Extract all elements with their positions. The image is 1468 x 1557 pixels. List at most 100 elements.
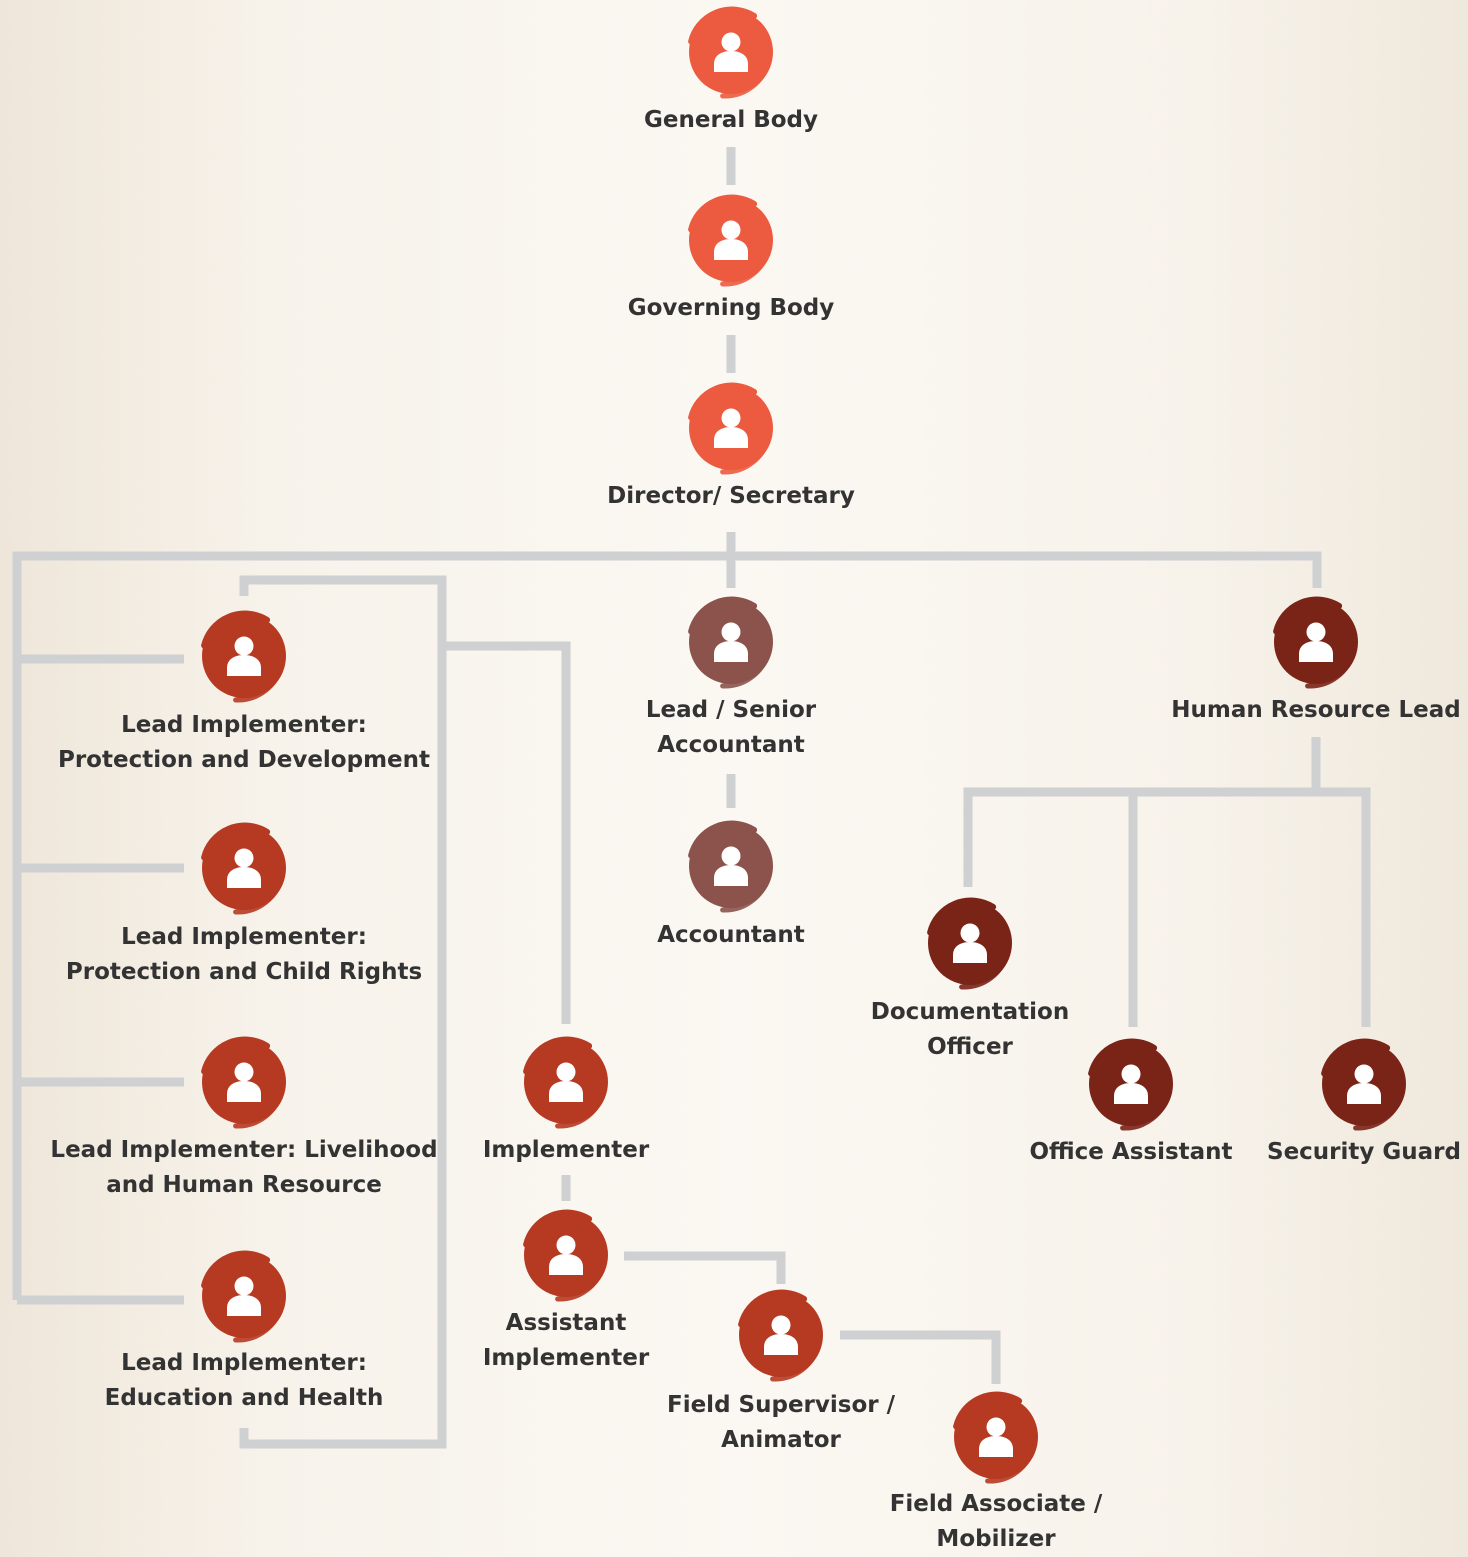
node-field-associate xyxy=(953,1391,1038,1484)
label-field-supervisor: Field Supervisor / Animator xyxy=(667,1388,895,1458)
person-icon xyxy=(227,1276,261,1316)
brush-stroke xyxy=(720,245,772,287)
brush-stroke xyxy=(233,661,285,703)
person-icon xyxy=(953,923,987,963)
connector-field-supervisor-to-field-associate xyxy=(840,1330,1001,1384)
node-implementer xyxy=(523,1036,608,1129)
brush-stroke xyxy=(233,1301,285,1343)
connector-lines xyxy=(12,147,1371,1449)
brush-stroke xyxy=(927,897,997,936)
brush-stroke xyxy=(201,1036,271,1075)
brush-stroke xyxy=(720,647,772,689)
label-line: Protection and Development xyxy=(57,747,431,773)
label-line: Human Resource Lead xyxy=(1171,697,1461,723)
label-line: Lead Implementer: xyxy=(121,924,367,950)
label-line: Protection and Child Rights xyxy=(65,959,423,985)
label-human-resource-lead: Human Resource Lead xyxy=(1171,693,1461,728)
brush-stroke xyxy=(720,433,772,475)
brush-stroke xyxy=(523,1036,593,1075)
brush-stroke xyxy=(688,820,758,859)
label-lead-education-health: Lead Implementer: Education and Health xyxy=(105,1346,384,1416)
label-line: Documentation xyxy=(870,999,1070,1025)
node-governing-body xyxy=(688,194,773,287)
label-line: Office Assistant xyxy=(1029,1139,1233,1165)
node-documentation-officer xyxy=(927,897,1012,990)
node-lead-protection-child-rights xyxy=(201,822,286,915)
label-lead-livelihood-hr: Lead Implementer: Livelihood and Human Re… xyxy=(50,1133,437,1203)
node-accountant xyxy=(688,820,773,913)
brush-stroke xyxy=(985,1442,1037,1484)
node-lead-education-health xyxy=(201,1250,286,1343)
brush-stroke xyxy=(1353,1089,1405,1131)
label-director-secretary: Director/ Secretary xyxy=(607,479,855,514)
label-line: Field Associate / xyxy=(889,1491,1103,1517)
brush-stroke xyxy=(720,57,772,99)
label-line: Governing Body xyxy=(627,295,835,321)
label-line: Officer xyxy=(927,1034,1013,1060)
brush-stroke xyxy=(201,1250,271,1289)
brush-stroke xyxy=(201,610,271,649)
label-line: Lead Implementer: xyxy=(121,1350,367,1376)
label-line: Animator xyxy=(721,1427,841,1453)
person-icon xyxy=(714,846,748,886)
node-lead-senior-accountant xyxy=(688,596,773,689)
person-icon xyxy=(1347,1064,1381,1104)
person-icon xyxy=(227,848,261,888)
brush-stroke xyxy=(233,1087,285,1129)
node-lead-protection-development xyxy=(201,610,286,703)
label-lead-protection-child-rights: Lead Implementer: Protection and Child Ri… xyxy=(66,920,422,990)
person-icon xyxy=(764,1315,798,1355)
label-security-guard: Security Guard xyxy=(1267,1135,1461,1170)
brush-stroke xyxy=(555,1087,607,1129)
label-governing-body: Governing Body xyxy=(628,291,835,326)
brush-stroke xyxy=(1305,647,1357,689)
label-general-body: General Body xyxy=(644,103,818,138)
label-line: Director/ Secretary xyxy=(607,483,855,509)
person-icon xyxy=(1299,622,1333,662)
brush-stroke xyxy=(688,6,758,45)
label-line: Mobilizer xyxy=(936,1526,1056,1552)
connector-to-implementer xyxy=(442,641,571,1024)
label-line: Implementer xyxy=(482,1345,650,1371)
brush-stroke xyxy=(1273,596,1343,635)
brush-stroke xyxy=(1088,1038,1158,1077)
label-line: and Human Resource xyxy=(106,1172,382,1198)
person-icon xyxy=(549,1235,583,1275)
label-line: Lead Implementer: xyxy=(121,712,367,738)
label-line: General Body xyxy=(644,107,818,133)
label-line: Lead Implementer: Livelihood xyxy=(50,1137,438,1163)
brush-stroke xyxy=(1321,1038,1391,1077)
node-director-secretary xyxy=(688,382,773,475)
connector-assistant-to-field-supervisor xyxy=(624,1251,786,1284)
person-icon xyxy=(714,32,748,72)
label-line: Education and Health xyxy=(104,1385,384,1411)
node-general-body xyxy=(688,6,773,99)
brush-stroke xyxy=(688,382,758,421)
connector-hr-bus xyxy=(963,787,1371,1027)
person-icon xyxy=(227,1062,261,1102)
person-icon xyxy=(714,622,748,662)
person-icon xyxy=(714,220,748,260)
label-line: Lead / Senior xyxy=(645,697,817,723)
node-security-guard xyxy=(1321,1038,1406,1131)
node-assistant-implementer xyxy=(523,1209,608,1302)
label-accountant: Accountant xyxy=(657,918,805,953)
brush-stroke xyxy=(953,1391,1023,1430)
brush-stroke xyxy=(555,1260,607,1302)
brush-stroke xyxy=(523,1209,593,1248)
node-office-assistant xyxy=(1088,1038,1173,1131)
connector-main-trunk xyxy=(12,551,1322,1300)
label-line: Security Guard xyxy=(1267,1139,1461,1165)
node-human-resource-lead xyxy=(1273,596,1358,689)
brush-stroke xyxy=(688,194,758,233)
node-icons xyxy=(201,6,1406,1484)
label-line: Accountant xyxy=(657,732,805,758)
label-line: Assistant xyxy=(505,1310,627,1336)
label-line: Accountant xyxy=(657,922,805,948)
brush-stroke xyxy=(1120,1089,1172,1131)
label-line: Field Supervisor / xyxy=(666,1392,896,1418)
